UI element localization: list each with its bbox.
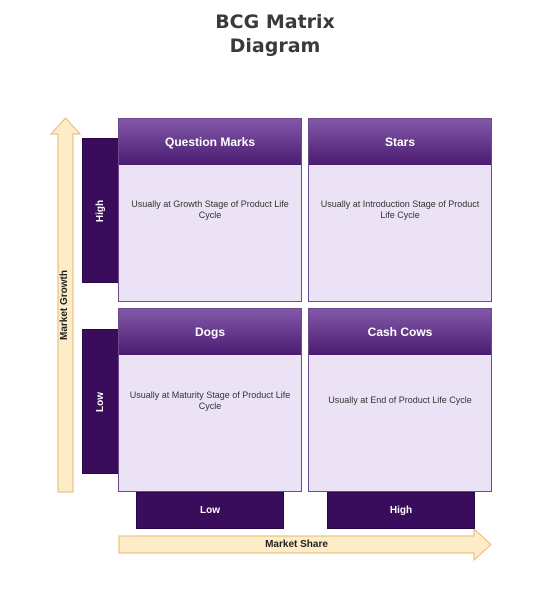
title-line-1: BCG Matrix	[215, 11, 335, 33]
quadrant-question-marks-description: Usually at Growth Stage of Product Life …	[131, 199, 289, 220]
quadrant-dogs: Dogs Usually at Maturity Stage of Produc…	[118, 308, 302, 492]
diagram-title: BCG Matrix Diagram	[0, 10, 550, 58]
quadrant-stars: Stars Usually at Introduction Stage of P…	[308, 118, 492, 302]
quadrant-stars-description: Usually at Introduction Stage of Product…	[320, 199, 480, 220]
x-level-low-bar: Low	[136, 492, 284, 529]
y-level-low-bar: Low	[82, 329, 120, 474]
quadrant-cash-cows-title: Cash Cows	[309, 309, 491, 355]
quadrant-question-marks: Question Marks Usually at Growth Stage o…	[118, 118, 302, 302]
market-growth-label: Market Growth	[59, 270, 70, 341]
y-level-low-label: Low	[95, 392, 106, 412]
market-share-arrow	[118, 527, 492, 562]
quadrant-stars-title: Stars	[309, 119, 491, 165]
market-growth-arrow	[49, 117, 82, 493]
quadrant-question-marks-title: Question Marks	[119, 119, 301, 165]
quadrant-dogs-description: Usually at Maturity Stage of Product Lif…	[129, 390, 291, 411]
y-level-high-bar: High	[82, 138, 120, 283]
title-line-2: Diagram	[229, 35, 321, 57]
x-level-high-label: High	[389, 505, 413, 516]
y-level-high-label: High	[95, 199, 106, 223]
quadrant-dogs-title: Dogs	[119, 309, 301, 355]
quadrant-cash-cows-description: Usually at End of Product Life Cycle	[328, 395, 472, 405]
x-level-low-label: Low	[200, 505, 220, 516]
quadrant-cash-cows: Cash Cows Usually at End of Product Life…	[308, 308, 492, 492]
x-level-high-bar: High	[327, 492, 475, 529]
market-share-label: Market Share	[265, 539, 328, 550]
